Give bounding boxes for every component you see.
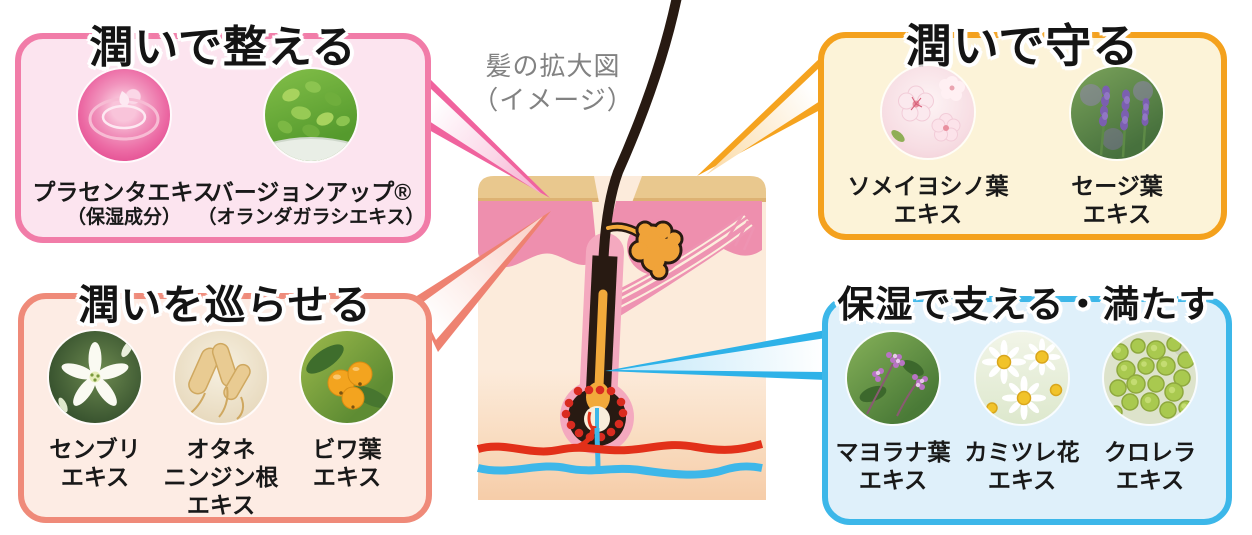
vein [477,462,763,479]
ingredient-label-ginseng: オタネ ニンジン根 エキス [163,436,279,519]
artery [476,440,764,456]
box-moisture-protect: 潤いで守る [818,21,1227,240]
marjoram-flowers-image [859,352,928,417]
pointer-pink [429,78,550,198]
chlorella-cells-image [1109,335,1195,419]
diagram-caption: 髪の拡大図 （イメージ） [458,50,648,118]
swertia-extract-photo [49,331,141,423]
chlorella-extract-photo [1104,332,1196,424]
ingredient-label-versionup: バージョンアップ® （オランダガラシエキス） [197,179,425,229]
box-title-moisture-support: 保湿で支える・満たす [837,285,1217,326]
caption-line1: 髪の拡大図 [485,51,621,81]
ingredient-label-chlorella: クロレラ エキス [1104,439,1196,494]
loquat-extract-photo [301,331,393,423]
blood-vessels [476,425,764,479]
box-moisture-support: 保湿で支える・満たす [822,285,1232,525]
ingredient-label-someiyoshino: ソメイヨシノ葉 エキス [847,173,1009,228]
ingredient-label-marjoram: マヨラナ葉 エキス [835,439,951,494]
marjoram-extract-photo [847,332,939,424]
placenta-extract-photo [78,69,170,161]
pointer-blue [605,330,826,380]
ingredient-label-sage: セージ葉 エキス [1071,173,1163,228]
chamomile-extract-photo [976,332,1068,424]
ginseng-roots-image [187,342,251,420]
sage-extract-photo [1071,67,1163,159]
sebaceous-gland [603,219,684,281]
hair-follicle [560,233,634,454]
box-title-moisture-prepare: 潤いで整える [89,23,357,72]
ingredient-label-placenta: プラセンタエキス （保湿成分） [32,179,216,229]
box-moisture-circulate: 潤いを巡らせる [18,282,432,523]
loquat-fruits-image [306,344,390,410]
skin-cross-section [476,0,766,500]
pointer-orange [697,58,820,176]
caption-line2: （イメージ） [472,84,634,115]
ginseng-extract-photo [175,331,267,423]
cherry-blossoms-image [891,76,965,142]
watercress-leaves-image [265,81,357,161]
ingredient-label-swertia: センブリ エキス [49,436,141,491]
box-title-moisture-circulate: 潤いを巡らせる [78,282,372,328]
ingredient-label-loquat: ビワ葉 エキス [312,436,382,491]
box-title-moisture-protect: 潤いで守る [905,21,1140,72]
pink-water-ripple-image [88,91,160,141]
swertia-white-flower-image [58,340,133,413]
box-moisture-prepare: 潤いで整える [15,23,431,243]
chamomile-flowers-image [982,338,1063,420]
pointer-salmon [412,211,551,352]
ingredient-label-chamomile: カミツレ花 エキス [964,439,1080,494]
callout-pointers [412,58,826,380]
sage-purple-flowers-image [1080,81,1153,158]
someiyoshino-extract-photo [882,66,974,158]
watercress-photo [265,69,357,161]
